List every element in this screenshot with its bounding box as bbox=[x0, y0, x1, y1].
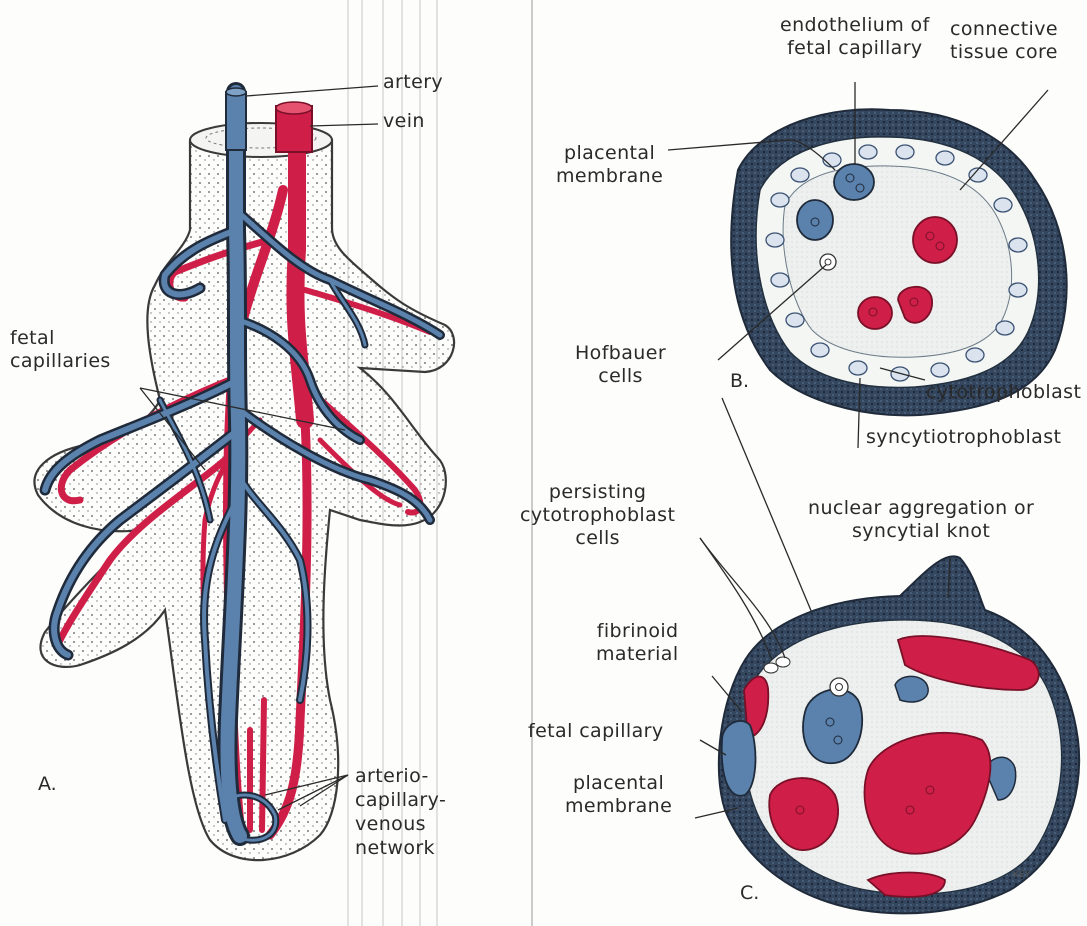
label-line: arterio- bbox=[355, 764, 446, 788]
label-line: endothelium of bbox=[780, 14, 930, 37]
label-placental-membrane-b: placental membrane bbox=[556, 142, 663, 188]
label-line: material bbox=[596, 643, 679, 666]
label-arterio-network: arterio- capillary- venous network bbox=[355, 764, 446, 860]
label-fetal-capillary-c: fetal capillary bbox=[528, 720, 663, 743]
label-line: fibrinoid bbox=[596, 620, 679, 643]
label-endothelium: endothelium of fetal capillary bbox=[780, 14, 930, 60]
label-line: placental bbox=[565, 772, 672, 795]
label-line: fetal capillary bbox=[780, 37, 930, 60]
label-connective-core: connective tissue core bbox=[950, 18, 1058, 64]
label-nuclear-aggregation: nuclear aggregation or syncytial knot bbox=[808, 497, 1034, 543]
label-line: fetal bbox=[10, 327, 111, 350]
label-placental-membrane-c: placental membrane bbox=[565, 772, 672, 818]
cross-section-b bbox=[731, 109, 1067, 415]
label-vein: vein bbox=[383, 110, 425, 133]
label-line: syncytial knot bbox=[808, 520, 1034, 543]
label-line: cells bbox=[520, 527, 675, 550]
label-hofbauer: Hofbauer cells bbox=[575, 342, 666, 388]
label-line: capillary- bbox=[355, 788, 446, 812]
label-fibrinoid-material: fibrinoid material bbox=[596, 620, 679, 666]
label-line: Hofbauer bbox=[575, 342, 666, 365]
label-line: venous bbox=[355, 812, 446, 836]
label-line: placental bbox=[556, 142, 663, 165]
label-line: capillaries bbox=[10, 350, 111, 373]
label-line: nuclear aggregation or bbox=[808, 497, 1034, 520]
panel-label-b: B. bbox=[730, 370, 749, 392]
label-line: tissue core bbox=[950, 41, 1058, 64]
label-line: connective bbox=[950, 18, 1058, 41]
label-cytotrophoblast: cytotrophoblast bbox=[926, 381, 1081, 404]
label-artery: artery bbox=[383, 71, 443, 94]
cross-section-c: KEY bbox=[719, 556, 1079, 913]
label-line: cells bbox=[575, 365, 666, 388]
label-line: cytotrophoblast bbox=[520, 504, 675, 527]
label-line: membrane bbox=[565, 795, 672, 818]
label-fetal-capillaries: fetal capillaries bbox=[10, 327, 111, 373]
artist-signature: KEY bbox=[1013, 870, 1031, 880]
label-line: membrane bbox=[556, 165, 663, 188]
label-line: persisting bbox=[520, 481, 675, 504]
label-line: network bbox=[355, 836, 446, 860]
label-persisting-cytotrophoblast: persisting cytotrophoblast cells bbox=[520, 481, 675, 550]
panel-label-a: A. bbox=[38, 773, 57, 795]
panel-label-c: C. bbox=[740, 882, 759, 904]
label-syncytiotrophoblast: syncytiotrophoblast bbox=[866, 426, 1061, 449]
